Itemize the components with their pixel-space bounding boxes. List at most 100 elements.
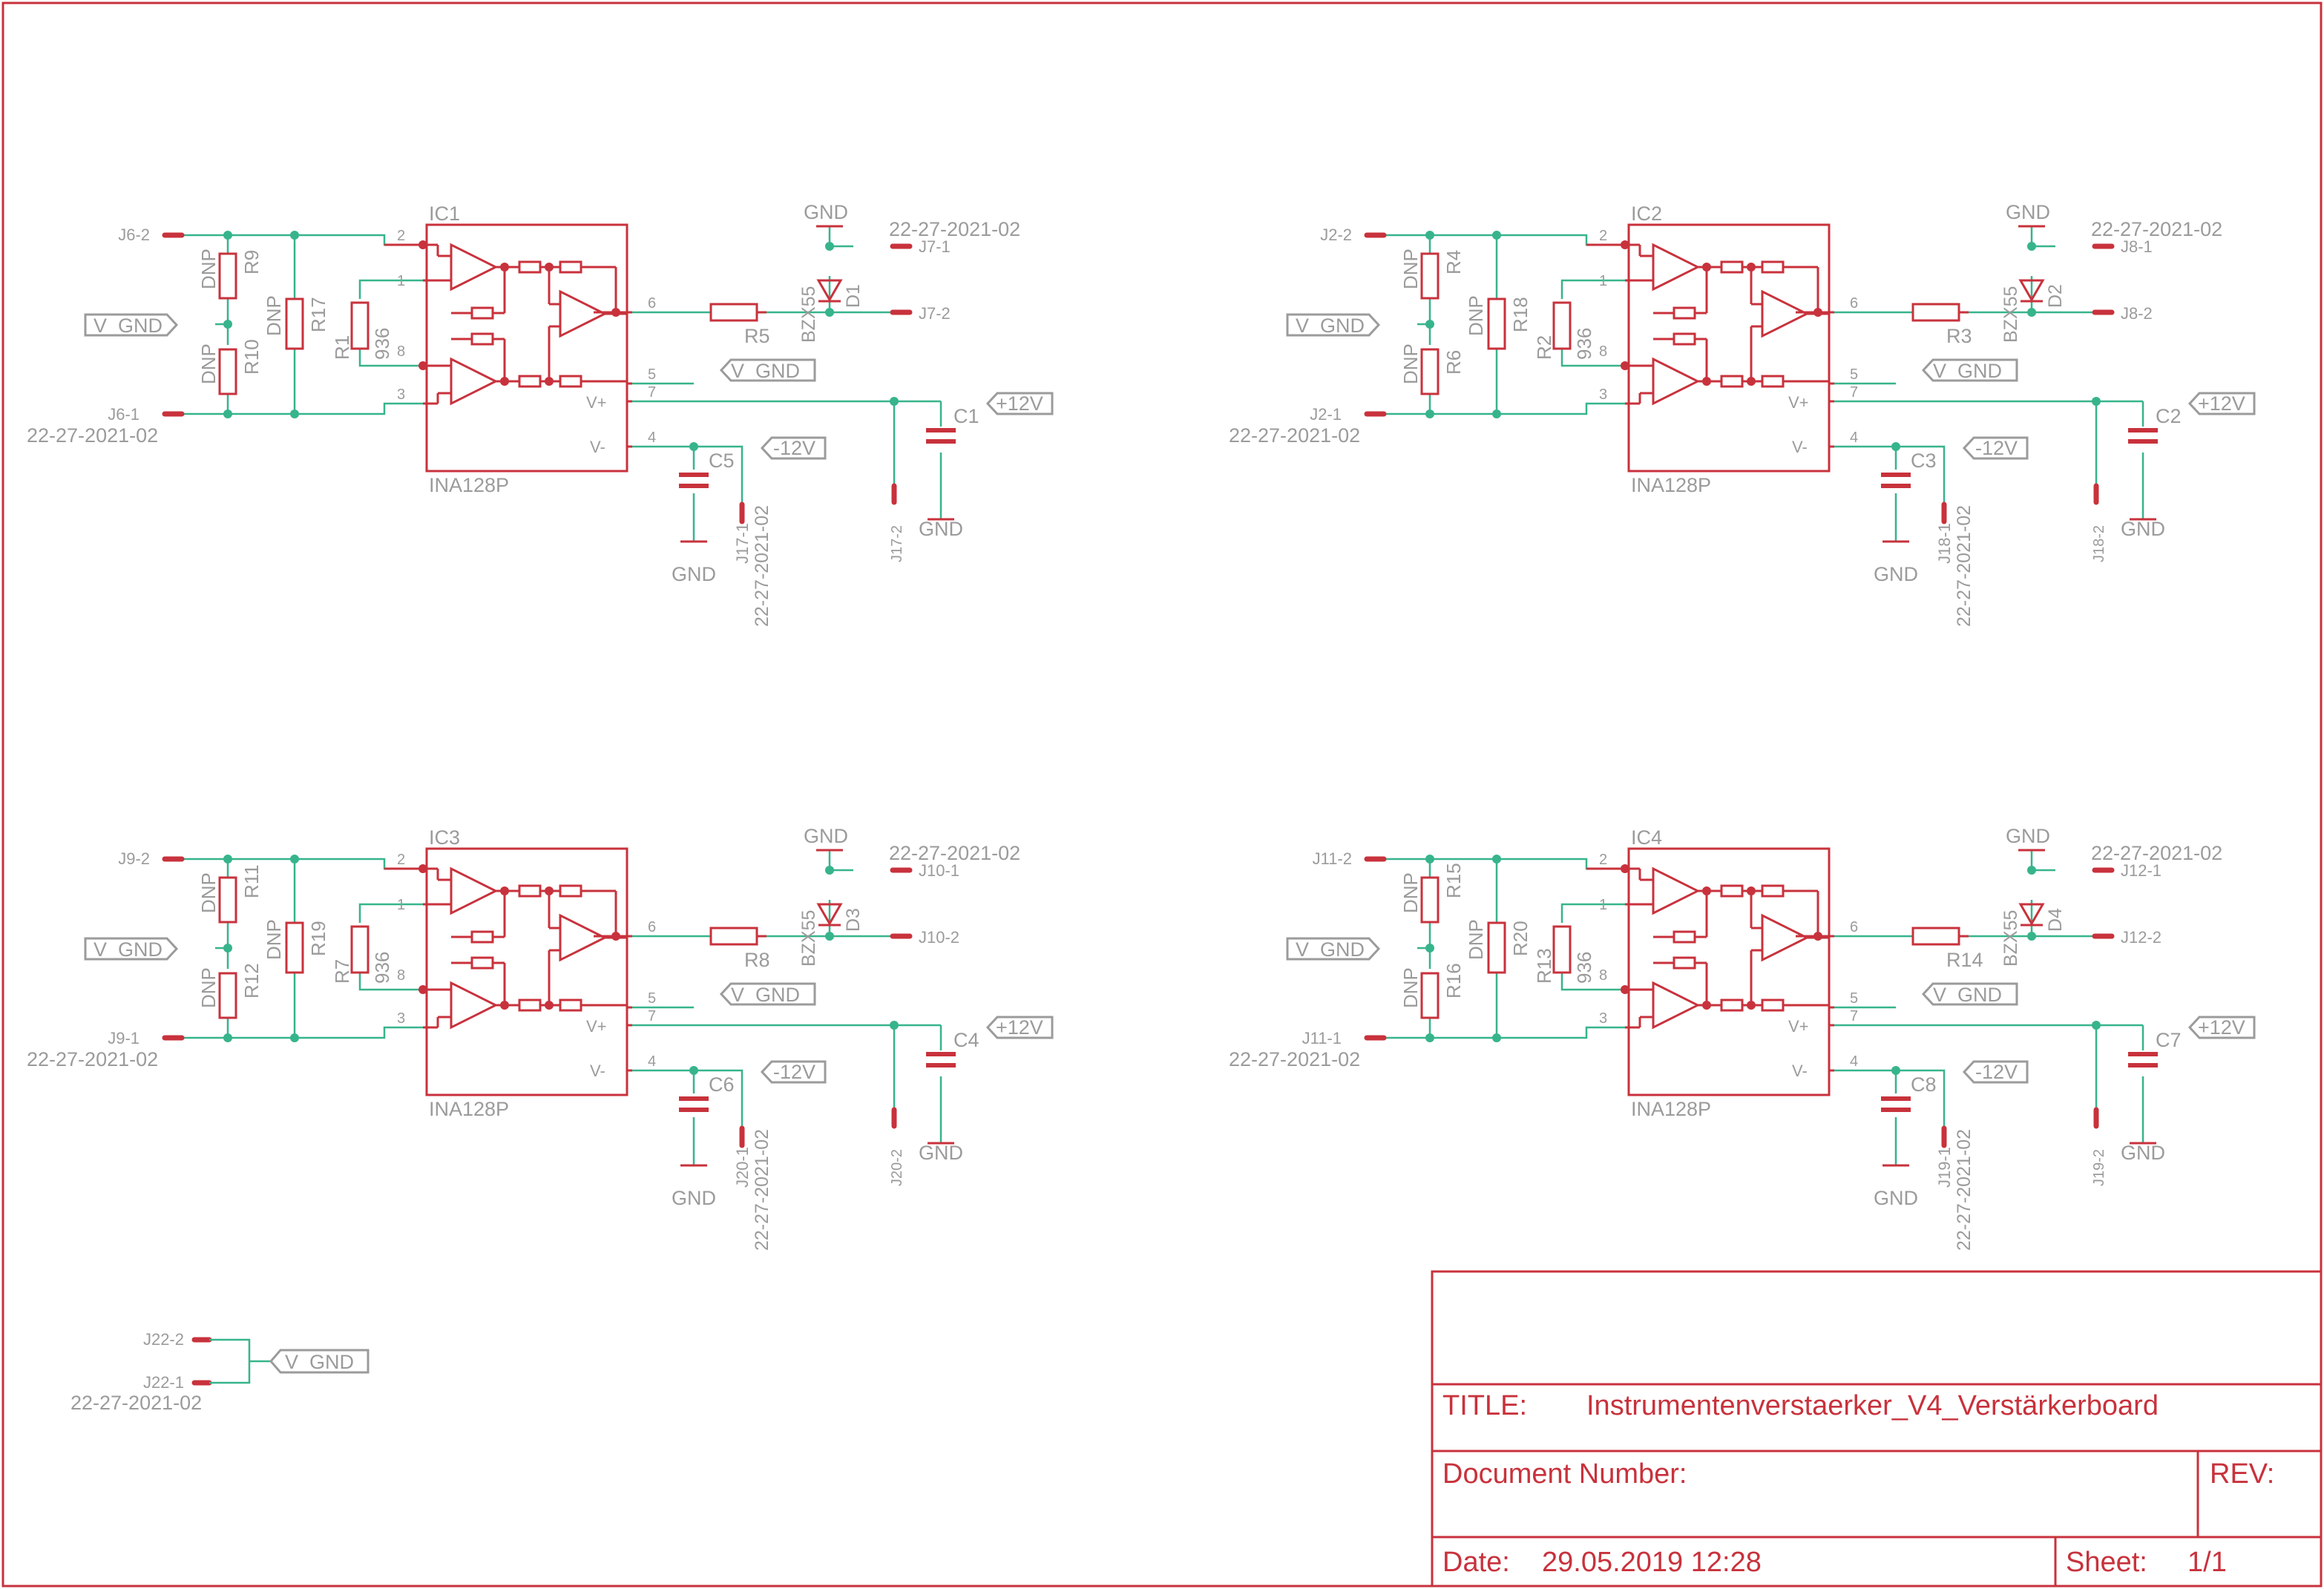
pin-8: 8 <box>397 343 405 360</box>
pin-vminus: V- <box>1792 1062 1808 1080</box>
pin-vplus: V+ <box>1788 393 1809 412</box>
amplifier-channel-4: J11-2J11-122-27-2021-02V_GNDDNPR15DNPR16… <box>1229 825 2256 1251</box>
output-top-label: J7-1 <box>919 237 951 256</box>
rev-label: REV: <box>2210 1458 2274 1490</box>
ground-jumper: J22-2 J22-1 22-27-2021-02 V_GND <box>70 1330 370 1414</box>
r-shunt-dnp: DNP <box>1465 919 1487 960</box>
v-gnd-out-label: V_GND <box>1933 984 2002 1006</box>
ic-value: INA128P <box>1631 474 1711 496</box>
v-gnd-input-label: V_GND <box>1296 315 1365 337</box>
r-top-dnp: DNP <box>197 249 220 289</box>
r-bottom-dnp: DNP <box>1399 967 1422 1008</box>
input-bottom-value: 22-27-2021-02 <box>1229 424 1360 447</box>
r-top-dnp: DNP <box>1399 249 1422 289</box>
pin-3: 3 <box>397 386 405 403</box>
r-gain-value: 936 <box>1573 328 1595 360</box>
r-bottom-name: R6 <box>1442 350 1465 375</box>
plus12-label: +12V <box>2198 392 2245 415</box>
gnd-cpos: GND <box>2121 1142 2165 1164</box>
j-pos-name: J20-2 <box>889 1149 905 1186</box>
title-block <box>1431 1270 2323 1588</box>
r-out-name: R8 <box>744 949 770 971</box>
gnd-cneg: GND <box>1874 1187 1918 1209</box>
c-neg-name: C3 <box>1911 450 1937 472</box>
pin-2: 2 <box>1599 228 1607 244</box>
plus12-label: +12V <box>996 1016 1043 1039</box>
pin-4: 4 <box>648 1053 656 1070</box>
diode-value: BZX55 <box>798 286 819 343</box>
output-value: 22-27-2021-02 <box>889 218 1020 240</box>
diode-name: D2 <box>2045 284 2066 308</box>
j-neg-value: 22-27-2021-02 <box>752 1129 772 1251</box>
r-gain-name: R7 <box>331 959 353 984</box>
output-bottom-label: J12-2 <box>2121 928 2161 947</box>
pin-5: 5 <box>1850 366 1858 383</box>
output-top-label: J12-1 <box>2121 861 2161 880</box>
jumper-top-label: J22-2 <box>143 1330 184 1349</box>
pin-3: 3 <box>397 1010 405 1027</box>
pin-6: 6 <box>648 919 656 935</box>
r-gain-value: 936 <box>371 952 393 984</box>
pin-6: 6 <box>648 295 656 312</box>
doc-number-label: Document Number: <box>1442 1458 1687 1490</box>
input-bottom-value: 22-27-2021-02 <box>27 424 158 447</box>
input-bottom-value: 22-27-2021-02 <box>1229 1048 1360 1070</box>
r-top-name: R4 <box>1442 250 1465 274</box>
pin-4: 4 <box>1850 430 1858 446</box>
r-shunt-dnp: DNP <box>263 295 285 336</box>
date-label: Date: <box>1442 1547 1510 1578</box>
ic-name: IC3 <box>429 826 460 849</box>
pin-3: 3 <box>1599 386 1607 403</box>
r-out-name: R14 <box>1946 949 1983 971</box>
gnd-cpos: GND <box>919 1142 963 1164</box>
output-value: 22-27-2021-02 <box>2091 842 2222 864</box>
input-top-label: J2-2 <box>1320 226 1352 244</box>
diode-value: BZX55 <box>2000 910 2021 967</box>
c-pos-name: C7 <box>2156 1029 2182 1051</box>
sheet-value: 1/1 <box>2187 1547 2227 1578</box>
r-shunt-name: R18 <box>1509 297 1532 332</box>
r-gain-name: R1 <box>331 335 353 360</box>
channels: J6-2J6-122-27-2021-02V_GNDDNPR9DNPR10DNP… <box>27 201 2256 1251</box>
jumper-value-label: 22-27-2021-02 <box>70 1392 202 1414</box>
gnd-cneg: GND <box>672 563 716 585</box>
pin-vminus: V- <box>590 438 605 456</box>
pin-1: 1 <box>1599 273 1607 289</box>
r-top-name: R15 <box>1442 863 1465 898</box>
r-bottom-name: R12 <box>240 963 263 999</box>
c-neg-name: C5 <box>709 450 735 472</box>
date-value: 29.05.2019 12:28 <box>1542 1547 1762 1578</box>
r-bottom-dnp: DNP <box>197 967 220 1008</box>
gnd-cpos: GND <box>2121 518 2165 540</box>
input-bottom-value: 22-27-2021-02 <box>27 1048 158 1070</box>
r-shunt-dnp: DNP <box>1465 295 1487 336</box>
j-neg-value: 22-27-2021-02 <box>1954 505 1975 627</box>
gnd-cneg: GND <box>672 1187 716 1209</box>
r-shunt-name: R20 <box>1509 921 1532 956</box>
c-pos-name: C4 <box>953 1029 979 1051</box>
r-gain-value: 936 <box>1573 952 1595 984</box>
pin-2: 2 <box>1599 852 1607 868</box>
r-top-name: R11 <box>240 864 263 898</box>
j-neg-value: 22-27-2021-02 <box>1954 1129 1975 1251</box>
pin-vplus: V+ <box>586 1017 607 1036</box>
channel-circuit <box>1286 223 2256 543</box>
v-gnd-out-label: V_GND <box>731 984 800 1006</box>
j-pos-name: J19-2 <box>2091 1149 2107 1186</box>
r-gain-value: 936 <box>371 328 393 360</box>
pin-4: 4 <box>1850 1053 1858 1070</box>
c-pos-name: C1 <box>953 405 979 427</box>
input-bottom-label: J2-1 <box>1310 405 1342 424</box>
minus12-label: -12V <box>1975 1061 2018 1083</box>
output-value: 22-27-2021-02 <box>889 842 1020 864</box>
input-top-label: J6-2 <box>118 226 150 244</box>
v-gnd-input-label: V_GND <box>1296 938 1365 961</box>
output-top-label: J8-1 <box>2121 237 2153 256</box>
r-shunt-name: R19 <box>307 921 329 956</box>
pin-4: 4 <box>648 430 656 446</box>
channel-circuit <box>84 847 1054 1167</box>
output-bottom-label: J10-2 <box>919 928 959 947</box>
gnd-diode: GND <box>2006 825 2050 847</box>
